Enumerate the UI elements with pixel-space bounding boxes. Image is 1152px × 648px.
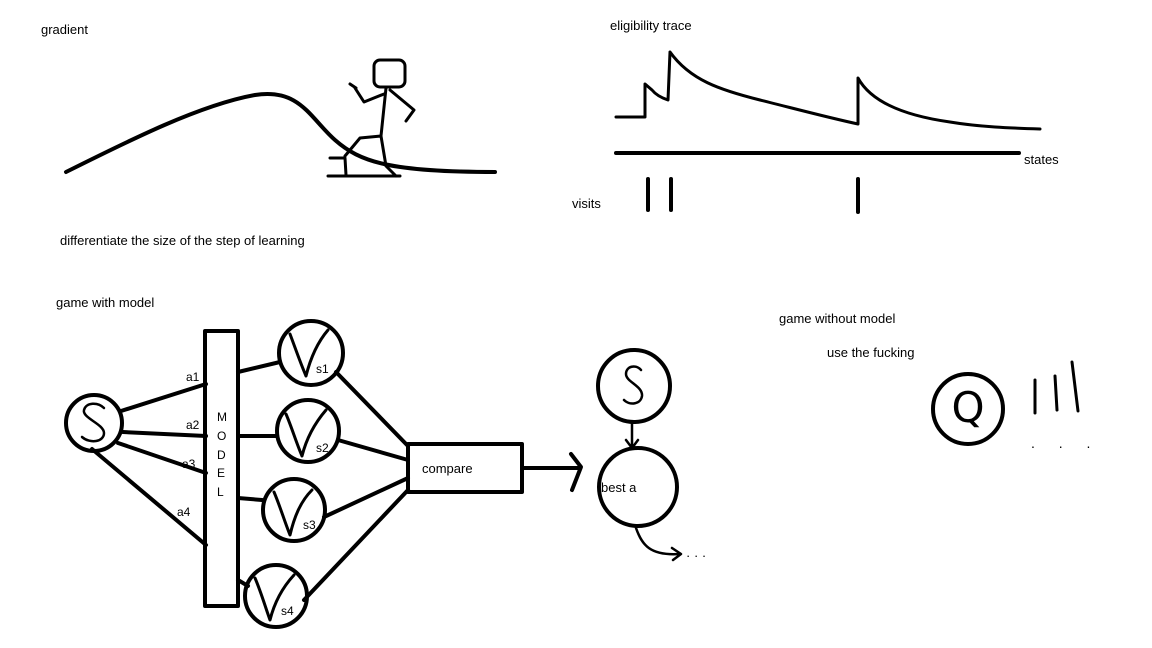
state-node-right: [596, 348, 672, 424]
state-node-left-glyph: [80, 402, 106, 443]
q-tally-marks: [1033, 360, 1080, 415]
value-node-s2: [275, 398, 341, 464]
compare-edge-s2: [336, 438, 410, 462]
stick-figure-arm-left: [348, 82, 386, 104]
value-to-compare-edges: [302, 370, 410, 602]
stick-figure-body: [379, 86, 388, 138]
state-left-letter: S: [94, 424, 95, 426]
best-continuation-arrow: [634, 526, 683, 562]
gradient-label: gradient: [41, 22, 88, 37]
eligibility-trace-curve: [614, 50, 1042, 131]
value-node-s4: [243, 563, 309, 629]
value-label-s3: s3: [303, 518, 316, 532]
state-right-letter: S: [634, 387, 635, 389]
compare-edge-s3: [322, 476, 410, 519]
model-edge-s1: [236, 360, 282, 374]
compare-edge-s4: [302, 488, 410, 602]
action-label-a3: a3: [182, 457, 196, 471]
value-label-s4: s4: [281, 604, 294, 618]
s-to-best-arrow: [624, 420, 640, 450]
best-action-label: best a: [601, 480, 637, 495]
compare-edge-s1: [334, 370, 410, 448]
game-with-model-label: game with model: [56, 295, 155, 310]
use-the-label: use the fucking: [827, 345, 915, 360]
stick-figure-sled: [326, 156, 402, 178]
model-letter-d: D: [217, 448, 226, 462]
model-letter-m: M: [217, 410, 227, 424]
model-box: [203, 329, 240, 608]
state-node-left: [64, 393, 124, 453]
compare-to-best-arrow: [520, 452, 583, 492]
action-edge-a3: [116, 441, 208, 475]
differentiate-label: differentiate the size of the step of le…: [60, 233, 305, 248]
state-node-right-glyph: [622, 365, 644, 405]
tally-mark-2: [1053, 374, 1059, 412]
q-node: [931, 372, 1005, 446]
stick-figure-head: [372, 58, 407, 89]
value-node-s1: [277, 319, 345, 387]
model-letter-e: E: [217, 466, 225, 480]
game-without-model-label: game without model: [779, 311, 896, 326]
model-letter-l: L: [217, 485, 224, 499]
tally-mark-3: [1070, 360, 1080, 413]
best-action-node: [597, 446, 679, 528]
stick-figure-legs: [343, 134, 398, 178]
model-letter-o: O: [217, 429, 226, 443]
action-edges: [90, 382, 208, 547]
action-edge-a2: [121, 430, 208, 438]
action-label-a1: a1: [186, 370, 200, 384]
action-edge-a4: [90, 447, 208, 547]
action-edge-a1: [119, 382, 208, 413]
value-node-s3: [261, 477, 327, 543]
states-label: states: [1024, 152, 1059, 167]
visits-label: visits: [572, 196, 601, 211]
gradient-hill-curve: [64, 91, 497, 174]
value-label-s2: s2: [316, 441, 329, 455]
q-dots: . . .: [1031, 435, 1100, 451]
eligibility-trace-label: eligibility trace: [610, 18, 692, 33]
visit-marks: [646, 177, 860, 214]
model-edge-s3: [236, 496, 264, 502]
action-label-a4: a4: [177, 505, 191, 519]
continuation-dots: · · ·: [686, 548, 706, 563]
q-letter: Q: [951, 383, 984, 432]
node-labels: a1 a2 a3 a4 M O D E L s1 s2 s3 s4 compar…: [94, 362, 1100, 618]
compare-label: compare: [422, 461, 473, 476]
model-to-value-edges: [236, 360, 282, 588]
stick-figure-arm-right: [388, 88, 416, 123]
value-label-s1: s1: [316, 362, 329, 376]
action-label-a2: a2: [186, 418, 200, 432]
stick-figure: [326, 58, 416, 178]
